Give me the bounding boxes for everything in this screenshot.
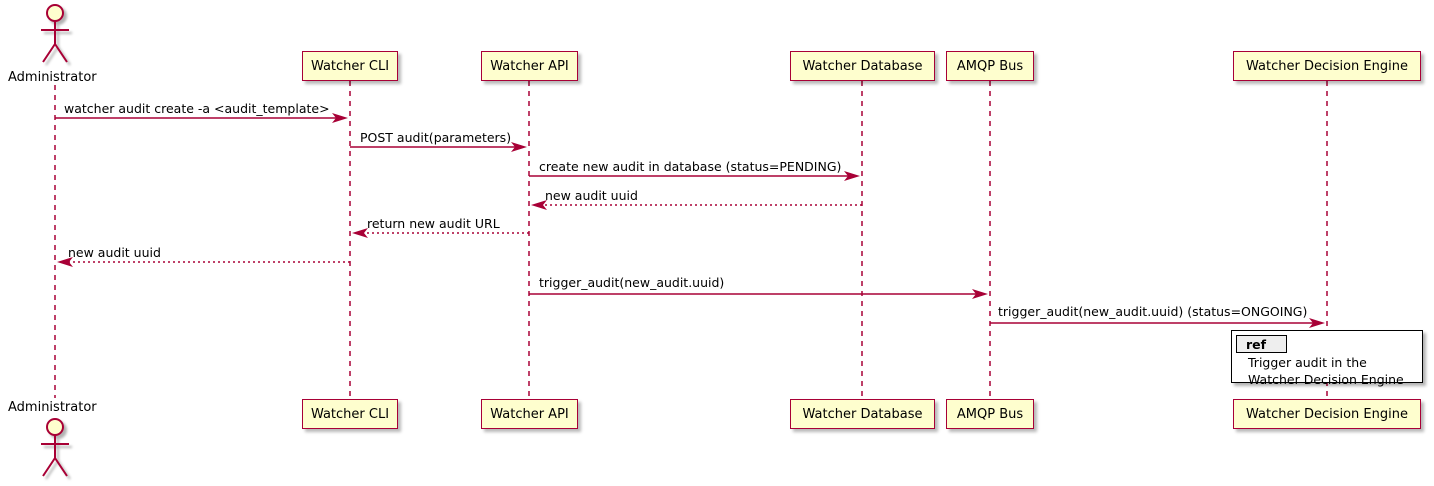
ref-fragment: ref Trigger audit in the Watcher Decisio… (1231, 330, 1423, 387)
lifelines (54, 81, 1328, 399)
actor-admin-top-figure (41, 4, 69, 63)
message-label-2: POST audit(parameters) (360, 130, 512, 145)
message-label-6: new audit uuid (68, 245, 161, 260)
ref-body: Trigger audit in the Watcher Decision En… (1248, 355, 1404, 389)
message-label-8: trigger_audit(new_audit.uuid) (status=ON… (998, 304, 1308, 319)
ref-body-line-2: Watcher Decision Engine (1248, 371, 1404, 387)
participant-label: Watcher Decision Engine (1246, 406, 1408, 422)
message-label-4: new audit uuid (545, 188, 638, 203)
message-label-7: trigger_audit(new_audit.uuid) (539, 275, 725, 290)
participant-box-api-top[interactable]: Watcher API (481, 51, 578, 81)
participant-label: Watcher API (490, 406, 569, 422)
participant-box-amqp-bottom[interactable]: AMQP Bus (946, 399, 1034, 429)
participant-label: AMQP Bus (956, 406, 1024, 422)
message-arrow-1 (55, 113, 348, 123)
message-arrow-6 (57, 257, 350, 267)
message-arrow-4 (531, 200, 862, 210)
participant-box-api-bottom[interactable]: Watcher API (481, 399, 578, 429)
participant-label: Watcher Database (802, 406, 923, 422)
message-label-3: create new audit in database (status=PEN… (539, 159, 842, 174)
participant-label: AMQP Bus (956, 58, 1024, 74)
message-arrow-8 (990, 318, 1325, 328)
actor-admin-bottom-figure (41, 418, 69, 477)
participant-label: Watcher Decision Engine (1246, 58, 1408, 74)
actor-label-admin-top: Administrator (8, 70, 97, 85)
message-label-1: watcher audit create -a <audit_template> (64, 101, 330, 116)
participant-box-db-top[interactable]: Watcher Database (790, 51, 935, 81)
participant-label: Watcher Database (802, 58, 923, 74)
message-arrow-7 (529, 289, 988, 299)
message-arrow-5 (352, 228, 529, 238)
participant-box-wde-top[interactable]: Watcher Decision Engine (1233, 51, 1421, 81)
ref-tab-label: ref (1246, 336, 1267, 352)
actor-label-admin-bottom: Administrator (8, 400, 97, 415)
message-arrow-3 (529, 171, 860, 181)
participant-box-wde-bottom[interactable]: Watcher Decision Engine (1233, 399, 1421, 429)
participant-box-db-bottom[interactable]: Watcher Database (790, 399, 935, 429)
ref-body-line-1: Trigger audit in the (1248, 355, 1367, 370)
message-arrows (55, 113, 1325, 328)
participant-label: Watcher CLI (310, 58, 390, 74)
participant-label: Watcher CLI (310, 406, 390, 422)
participant-box-cli-top[interactable]: Watcher CLI (302, 51, 398, 81)
ref-tab: ref (1236, 335, 1288, 353)
participant-box-cli-bottom[interactable]: Watcher CLI (302, 399, 398, 429)
participant-box-amqp-top[interactable]: AMQP Bus (946, 51, 1034, 81)
message-label-5: return new audit URL (367, 216, 500, 231)
message-arrow-2 (350, 142, 527, 152)
participant-label: Watcher API (490, 58, 569, 74)
